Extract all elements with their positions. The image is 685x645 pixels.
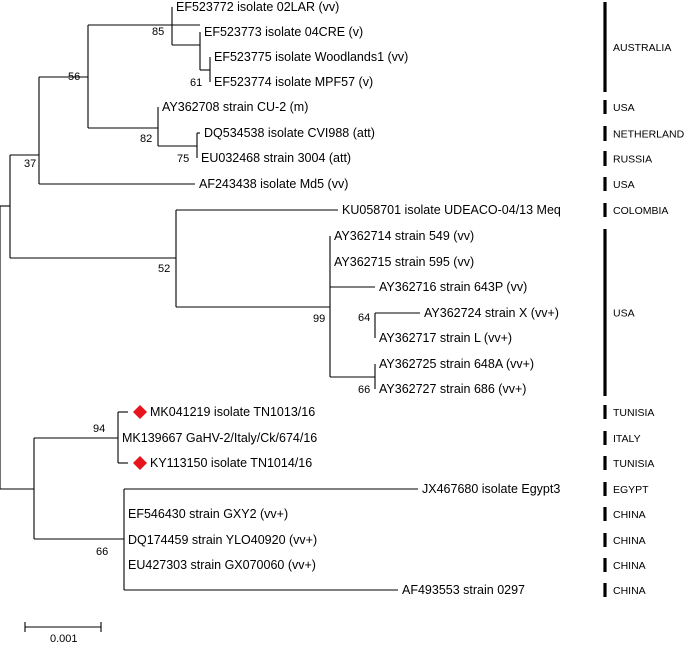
country-label-5: COLOMBIA: [613, 205, 668, 217]
country-label-6: USA: [613, 308, 635, 320]
bootstrap-labels: 85 61 56 82 75 37 52 99 64 66 94 66: [24, 26, 370, 558]
taxon-label-19: JX467680 isolate Egypt3: [422, 482, 560, 496]
scale-bar: 0.001: [24, 622, 102, 645]
bootstrap-value-2: 56: [68, 71, 80, 83]
taxon-label-20: EF546430 strain GXY2 (vv+): [128, 507, 288, 521]
taxon-labels: EF523772 isolate 02LAR (vv) EF523773 isol…: [122, 0, 561, 597]
taxon-label-0: EF523772 isolate 02LAR (vv): [176, 0, 339, 14]
country-labels: AUSTRALIA USA NETHERLAND RUSSIA USA COLOMBIA U…: [613, 42, 685, 597]
country-label-1: USA: [613, 102, 635, 114]
country-label-7: TUNISIA: [613, 407, 654, 419]
taxon-label-10: AY362715 strain 595 (vv): [334, 255, 474, 269]
country-label-3: RUSSIA: [613, 154, 652, 166]
tree-branches: [0, 7, 420, 591]
taxon-label-2: EF523775 isolate Woodlands1 (vv): [214, 50, 408, 64]
taxon-label-3: EF523774 isolate MPF57 (v): [214, 75, 373, 89]
scale-bar-label: 0.001: [50, 633, 78, 645]
country-label-0: AUSTRALIA: [613, 42, 671, 54]
country-label-2: NETHERLAND: [613, 129, 685, 141]
bootstrap-value-11: 66: [96, 546, 108, 558]
taxon-label-14: AY362725 strain 648A (vv+): [379, 357, 534, 371]
country-label-11: CHINA: [613, 509, 646, 521]
bootstrap-value-4: 75: [177, 153, 189, 165]
taxon-label-5: DQ534538 isolate CVI988 (att): [204, 126, 375, 140]
taxon-label-18: KY113150 isolate TN1014/16: [150, 456, 312, 470]
taxon-markers: [133, 405, 147, 470]
bootstrap-value-5: 37: [24, 158, 36, 170]
taxon-label-17: MK139667 GaHV-2/Italy/Ck/674/16: [122, 431, 317, 445]
taxon-label-9: AY362714 strain 549 (vv): [334, 229, 474, 243]
bootstrap-value-6: 52: [158, 263, 170, 275]
taxon-label-6: EU032468 strain 3004 (att): [201, 151, 351, 165]
country-label-12: CHINA: [613, 535, 646, 547]
bootstrap-value-0: 85: [152, 26, 164, 38]
country-label-14: CHINA: [613, 585, 646, 597]
country-label-9: TUNISIA: [613, 458, 654, 470]
taxon-label-7: AF243438 isolate Md5 (vv): [199, 177, 348, 191]
taxon-label-16: MK041219 isolate TN1013/16: [150, 405, 315, 419]
taxon-label-1: EF523773 isolate 04CRE (v): [204, 25, 363, 39]
taxon-label-12: AY362724 strain X (vv+): [424, 306, 559, 320]
bootstrap-value-9: 66: [358, 384, 370, 396]
bootstrap-value-7: 99: [313, 313, 325, 325]
bootstrap-value-10: 94: [93, 423, 105, 435]
taxon-label-11: AY362716 strain 643P (vv): [379, 280, 527, 294]
bootstrap-value-8: 64: [358, 312, 370, 324]
country-label-13: CHINA: [613, 560, 646, 572]
country-label-10: EGYPT: [613, 484, 649, 496]
red-diamond-icon: [133, 456, 147, 470]
taxon-label-4: AY362708 strain CU-2 (m): [162, 100, 308, 114]
bootstrap-value-1: 61: [190, 77, 202, 89]
taxon-label-13: AY362717 strain L (vv+): [379, 331, 512, 345]
taxon-label-21: DQ174459 strain YLO40920 (vv+): [128, 533, 317, 547]
bootstrap-value-3: 82: [140, 133, 152, 145]
taxon-label-8: KU058701 isolate UDEACO-04/13 Meq: [342, 203, 561, 217]
red-diamond-icon: [133, 405, 147, 419]
taxon-label-23: AF493553 strain 0297: [402, 583, 525, 597]
country-label-8: ITALY: [613, 433, 641, 445]
country-label-4: USA: [613, 179, 635, 191]
taxon-label-22: EU427303 strain GX070060 (vv+): [128, 558, 316, 572]
taxon-label-15: AY362727 strain 686 (vv+): [379, 382, 526, 396]
